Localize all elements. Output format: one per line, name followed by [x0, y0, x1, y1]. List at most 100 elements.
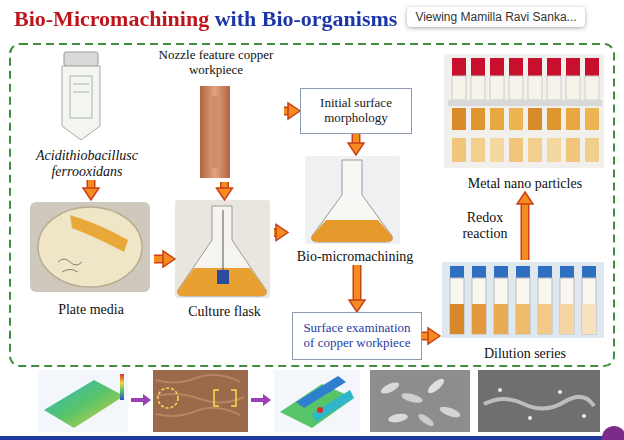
copper-micrograph [153, 370, 248, 432]
flow-arrow [274, 225, 288, 241]
nanoparticle-rack [585, 58, 599, 76]
surface-plot [312, 390, 354, 422]
nanoparticle-rack [585, 108, 599, 130]
sem-image [528, 416, 532, 420]
nanoparticle-rack [547, 58, 561, 76]
copper-workpiece [200, 86, 230, 178]
box-text: Surface examination of copper workpiece [299, 321, 415, 351]
flow-arrow [217, 182, 233, 200]
nanoparticle-rack [452, 58, 466, 76]
process-arrow [143, 394, 151, 406]
caption: Culture flask [175, 304, 274, 320]
dilution-tubes [560, 278, 574, 334]
process-arrow [263, 394, 271, 406]
nanoparticle-rack [444, 54, 604, 168]
flow-arrow [422, 328, 440, 344]
nanoparticle-picture: Metal nano particles [440, 50, 610, 192]
flow-arrow [517, 192, 533, 260]
dilution-tubes [582, 278, 596, 334]
machining-flask [305, 156, 400, 244]
nanoparticle-rack [528, 76, 542, 100]
nanoparticle-rack [528, 138, 542, 162]
plate-picture: Plate media [28, 200, 154, 318]
flask-picture: Culture flask [175, 200, 274, 320]
footer-band [0, 436, 624, 440]
tubes-picture: Dilution series [440, 260, 610, 362]
nanoparticle-rack [585, 76, 599, 100]
culture-flask [223, 210, 224, 270]
dilution-tubes [442, 262, 604, 338]
nanoparticle-rack [490, 108, 504, 130]
dilution-tubes [494, 304, 508, 334]
nanoparticle-rack [509, 108, 523, 130]
arrow-head [83, 188, 99, 200]
sem-image [417, 412, 436, 428]
dilution-tubes [538, 278, 552, 334]
culture-tube [70, 76, 92, 118]
dashed-region [10, 44, 614, 366]
copper-workpiece [200, 86, 230, 178]
footer-band [602, 426, 624, 440]
workpiece-picture: Nozzle feature copper workpiece [148, 48, 284, 182]
arrow-head [217, 188, 233, 200]
petri-plate [30, 202, 150, 292]
culture-flask [175, 200, 270, 298]
arrow-head [163, 251, 175, 267]
dilution-tubes [450, 304, 464, 334]
arrow-head [349, 300, 365, 312]
slide-title: Bio-Micromachining with Bio-organisms [14, 6, 397, 32]
dilution-tubes [516, 266, 530, 278]
arrow-head [428, 328, 440, 344]
petri-plate [62, 270, 78, 273]
copper-micrograph [153, 370, 248, 432]
petri-plate [38, 207, 142, 287]
caption: Plate media [28, 302, 154, 318]
arrow-head [288, 103, 300, 119]
nanoparticle-rack [547, 108, 561, 130]
nanoparticle-rack [471, 58, 485, 76]
petri-plate [58, 259, 82, 265]
dilution-tubes [494, 278, 508, 334]
culture-flask [178, 206, 267, 296]
nanoparticle-rack [471, 108, 485, 130]
dilution-tubes [516, 304, 530, 334]
process-arrow [251, 398, 263, 402]
arrow-head [276, 225, 288, 241]
dilution-tubes [450, 278, 464, 334]
flow-arrow [154, 251, 175, 267]
caption: Acidithiobacillusc ferrooxidans [20, 148, 154, 180]
sem-image [438, 404, 461, 419]
process-arrow [131, 398, 143, 402]
nanoparticle-rack [444, 54, 604, 168]
arrow-head [348, 143, 364, 155]
nanoparticle-rack [448, 100, 602, 106]
surface-plot [38, 370, 128, 432]
machining-flask [312, 220, 393, 242]
nanoparticle-rack [471, 138, 485, 162]
flow-arrow [83, 180, 99, 200]
process-arrow [131, 394, 151, 406]
arrow-label: Redox reaction [455, 210, 515, 242]
nanoparticle-rack [471, 76, 485, 100]
culture-tube [62, 66, 100, 140]
nanoparticle-rack [452, 76, 466, 100]
sem-image [370, 370, 470, 432]
nanoparticle-rack [566, 76, 580, 100]
process-box: Surface examination of copper workpiece [292, 312, 422, 360]
petri-plate [30, 202, 150, 292]
culture-flask [217, 270, 229, 284]
organism-picture: Acidithiobacillusc ferrooxidans [20, 48, 154, 180]
nanoparticle-rack [490, 58, 504, 76]
dilution-tubes [582, 266, 596, 278]
arrow-shaft-outline [521, 203, 530, 260]
nanoparticle-rack [452, 108, 466, 130]
machining-flask [305, 156, 400, 244]
sem-image [379, 380, 401, 396]
sem-image [582, 414, 586, 418]
copper-workpiece [212, 96, 218, 168]
surface-plot [38, 370, 128, 432]
surface-plot [274, 370, 360, 432]
